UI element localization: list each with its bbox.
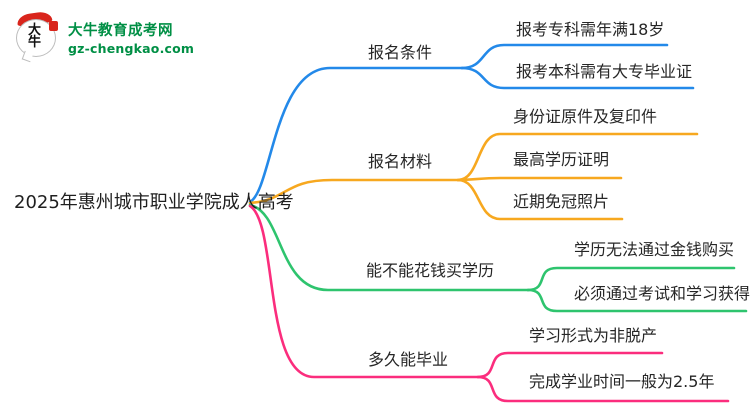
child-no-money-purchase: 学历无法通过金钱购买: [574, 240, 735, 259]
child-study-form: 学习形式为非脱产: [529, 326, 658, 345]
connector-child-photo: [456, 178, 624, 221]
child-completion-time: 完成学业时间一般为2.5年: [529, 372, 715, 391]
connector-child-id-card: [456, 132, 699, 182]
connector-child-college-diploma: [460, 66, 695, 90]
branch-label-graduation-time: 多久能毕业: [368, 350, 449, 369]
connector-branch-graduation-time: [248, 204, 480, 379]
child-age-18: 报考专科需年满18岁: [516, 20, 665, 39]
branch-label-buy-diploma-question: 能不能花钱买学历: [366, 261, 495, 280]
connector-branch-buy-diploma: [248, 203, 530, 292]
child-exam-study-required: 必须通过考试和学习获得: [574, 284, 750, 303]
root-node: 2025年惠州城市职业学院成人高考: [14, 192, 294, 213]
branch-label-registration-materials: 报名材料: [368, 152, 433, 171]
site-domain: gz-chengkao.com: [68, 40, 195, 56]
child-college-diploma-required: 报考本科需有大专毕业证: [516, 62, 693, 81]
connector-child-exam-study: [526, 288, 748, 313]
brand-text: 大牛教育成考网 gz-chengkao.com: [68, 19, 194, 56]
logo-red-seal: [49, 21, 58, 31]
site-name: 大牛教育成考网: [68, 22, 173, 39]
site-logo[interactable]: 大牛 大牛教育成考网 gz-chengkao.com: [15, 10, 194, 63]
child-id-card-copy: 身份证原件及复印件: [513, 107, 658, 126]
logo-bubble-tail: [21, 50, 34, 63]
connector-child-education-proof: [456, 176, 623, 182]
connector-branch-conditions: [248, 66, 464, 204]
daniu-bubble-icon: 大牛: [15, 10, 61, 63]
connector-child-study-form: [476, 351, 664, 379]
logo-characters: 大牛: [27, 23, 41, 50]
branch-label-registration-conditions: 报名条件: [368, 43, 433, 62]
connector-child-completion-time: [476, 375, 730, 403]
connector-child-no-purchase: [526, 266, 736, 292]
child-highest-education-proof: 最高学历证明: [513, 150, 610, 169]
child-recent-photo: 近期免冠照片: [513, 192, 610, 211]
connector-child-age-18: [460, 43, 669, 70]
connector-branch-materials: [248, 178, 460, 205]
